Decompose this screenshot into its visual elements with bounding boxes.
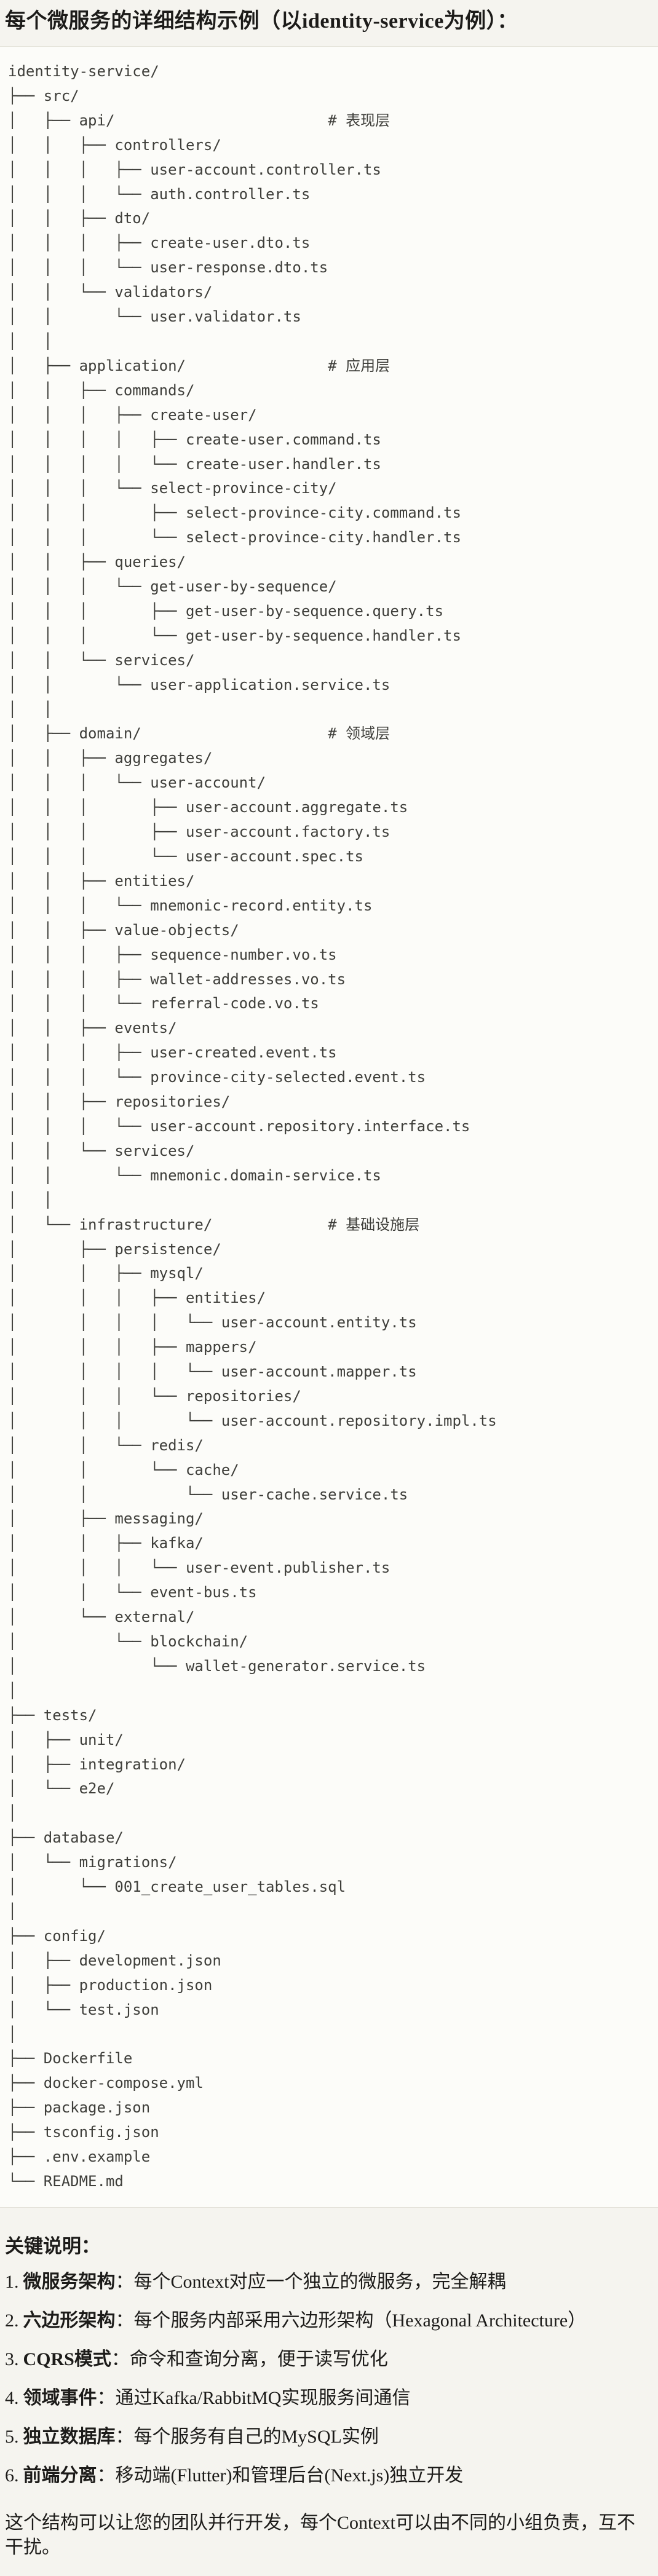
- note-colon: ：: [97, 2387, 116, 2408]
- note-label: 微服务架构: [23, 2271, 116, 2292]
- note-label: 独立数据库: [23, 2426, 116, 2447]
- note-item-1: 1.微服务架构：每个Context对应一个独立的微服务，完全解耦: [5, 2270, 653, 2294]
- note-colon: ：: [115, 2310, 134, 2331]
- note-label: CQRS模式: [23, 2349, 111, 2369]
- note-colon: ：: [111, 2349, 130, 2369]
- note-label: 六边形架构: [23, 2310, 116, 2331]
- notes-list: 1.微服务架构：每个Context对应一个独立的微服务，完全解耦 2.六边形架构…: [5, 2270, 653, 2488]
- notes-section: 关键说明： 1.微服务架构：每个Context对应一个独立的微服务，完全解耦 2…: [5, 2234, 653, 2560]
- code-block: identity-service/ ├── src/ │ ├── api/ # …: [0, 46, 658, 2208]
- note-label: 前端分离: [23, 2465, 97, 2486]
- note-colon: ：: [97, 2465, 116, 2486]
- note-text: 每个Context对应一个独立的微服务，完全解耦: [133, 2271, 506, 2292]
- note-number: 6.: [5, 2465, 19, 2486]
- note-number: 4.: [5, 2387, 19, 2408]
- note-item-2: 2.六边形架构：每个服务内部采用六边形架构（Hexagonal Architec…: [5, 2309, 653, 2333]
- note-item-3: 3.CQRS模式：命令和查询分离，便于读写优化: [5, 2347, 653, 2372]
- note-label: 领域事件: [23, 2387, 97, 2408]
- note-number: 1.: [5, 2271, 19, 2292]
- note-number: 5.: [5, 2426, 19, 2447]
- note-item-4: 4.领域事件：通过Kafka/RabbitMQ实现服务间通信: [5, 2386, 653, 2411]
- note-text: 每个服务内部采用六边形架构（Hexagonal Architecture）: [133, 2310, 587, 2331]
- note-item-5: 5.独立数据库：每个服务有自己的MySQL实例: [5, 2425, 653, 2449]
- footer-note: 这个结构可以让您的团队并行开发，每个Context可以由不同的小组负责，互不干扰…: [5, 2512, 635, 2558]
- note-item-6: 6.前端分离：移动端(Flutter)和管理后台(Next.js)独立开发: [5, 2463, 653, 2488]
- note-colon: ：: [115, 2426, 134, 2447]
- notes-heading: 关键说明：: [5, 2235, 100, 2257]
- note-text: 移动端(Flutter)和管理后台(Next.js)独立开发: [115, 2465, 464, 2486]
- note-text: 每个服务有自己的MySQL实例: [133, 2426, 379, 2447]
- note-text: 命令和查询分离，便于读写优化: [129, 2349, 388, 2369]
- note-text: 通过Kafka/RabbitMQ实现服务间通信: [115, 2387, 411, 2408]
- page-title: 每个微服务的详细结构示例（以identity-service为例）：: [5, 10, 518, 33]
- note-number: 2.: [5, 2310, 19, 2331]
- directory-tree: identity-service/ ├── src/ │ ├── api/ # …: [8, 63, 497, 2190]
- note-number: 3.: [5, 2349, 19, 2369]
- note-colon: ：: [115, 2271, 134, 2292]
